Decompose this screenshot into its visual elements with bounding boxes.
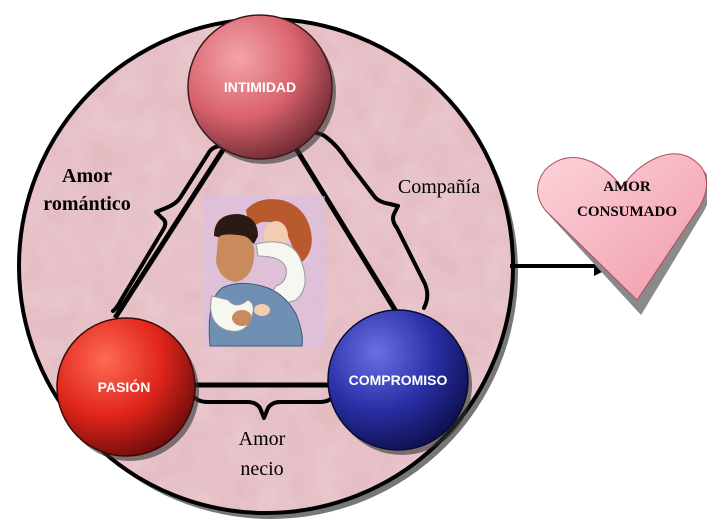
edge-intimacy-commitment [289, 140, 403, 320]
passion-node: PASIÓN [56, 317, 199, 461]
heart-label-line1: AMOR [603, 179, 651, 195]
edge-intimacy-passion [112, 140, 231, 320]
romantic-love-label-line1: Amor [62, 165, 112, 187]
relation-braces [111, 130, 430, 420]
fatuous-love-label-line2: necio [240, 458, 283, 480]
brace-romantic-love [111, 144, 224, 313]
intimacy-label: INTIMIDAD [224, 79, 296, 95]
consummate-love-heart: AMOR CONSUMADO [537, 153, 707, 315]
commitment-node: COMPROMISO [327, 309, 472, 455]
heart-label-line2: CONSUMADO [577, 204, 677, 220]
embracing-couple-illustration [203, 196, 325, 348]
companionship-label: Compañía [398, 176, 480, 198]
commitment-label: COMPROMISO [349, 372, 448, 388]
passion-label: PASIÓN [98, 378, 151, 395]
triangle-edges [112, 140, 403, 388]
romantic-love-label-line2: romántico [43, 193, 130, 215]
brace-fatuous-love [190, 392, 338, 420]
intimacy-node: INTIMIDAD [187, 14, 336, 164]
fatuous-love-label-line1: Amor [239, 428, 286, 450]
brace-companionship [303, 130, 430, 310]
